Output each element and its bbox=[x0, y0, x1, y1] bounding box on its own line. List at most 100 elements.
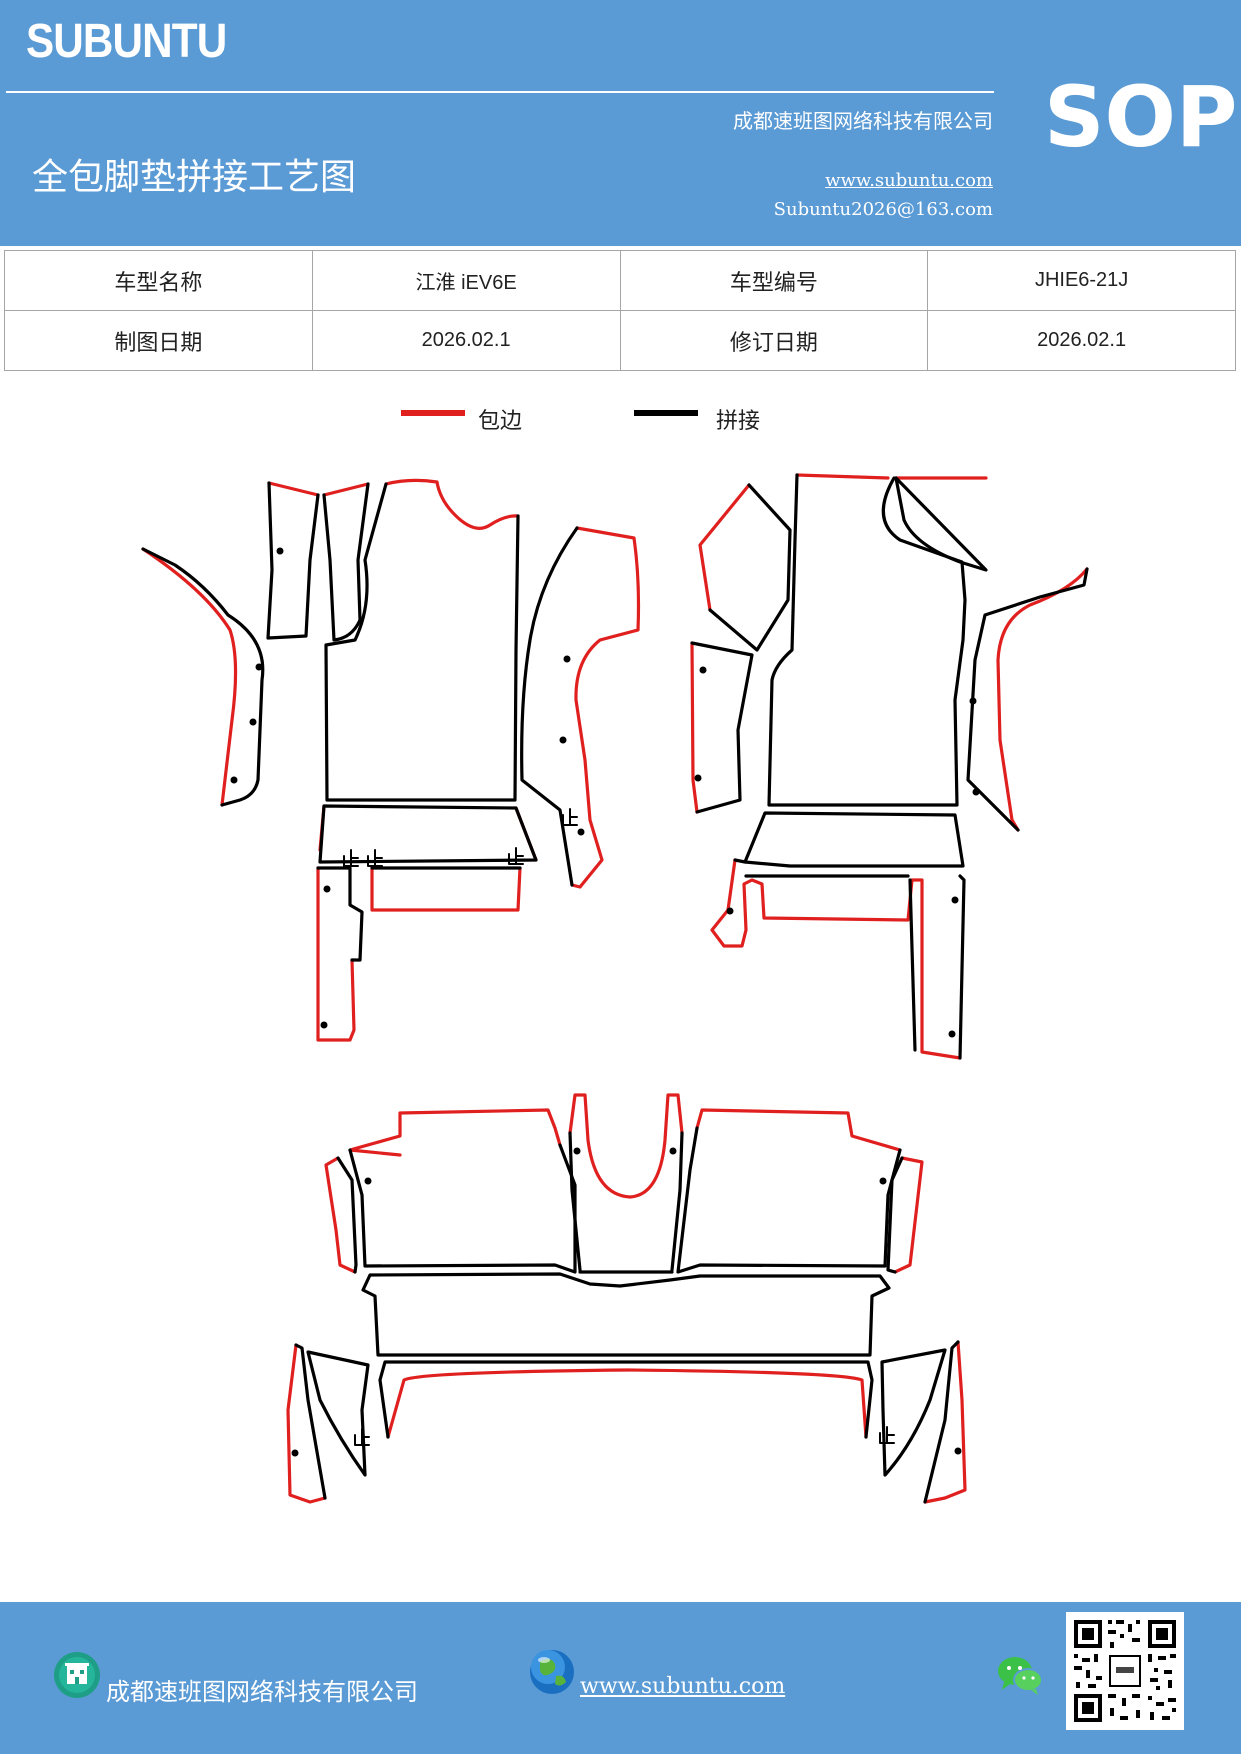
draw-date-label: 制图日期 bbox=[4, 310, 313, 371]
pin-dot bbox=[948, 1030, 956, 1038]
mat-piece bbox=[690, 641, 699, 814]
pin-dot bbox=[230, 776, 238, 784]
table-row: 车型名称 江淮 iEV6E 车型编号 JHIE6-21J bbox=[4, 250, 1236, 311]
mat-piece bbox=[880, 1340, 960, 1504]
stop-marker-icon bbox=[343, 849, 359, 867]
floor-mat-diagram bbox=[141, 473, 1089, 1504]
building-icon bbox=[54, 1652, 100, 1698]
legend-edge-swatch bbox=[401, 410, 465, 416]
pin-dot bbox=[879, 1177, 887, 1185]
legend-edge-label: 包边 bbox=[478, 409, 523, 434]
pin-dot bbox=[573, 1147, 581, 1155]
mat-piece bbox=[886, 1156, 904, 1274]
mat-piece bbox=[676, 1126, 902, 1274]
header-company: 成都速班图网络科技有限公司 bbox=[733, 109, 993, 133]
pin-dot bbox=[255, 663, 263, 671]
page-title: 全包脚垫拼接工艺图 bbox=[32, 157, 357, 198]
pin-dot bbox=[726, 907, 734, 915]
mat-piece bbox=[324, 482, 520, 802]
mat-piece bbox=[348, 1108, 562, 1157]
mat-piece bbox=[568, 1131, 684, 1274]
pin-dot bbox=[699, 666, 707, 674]
mat-piece bbox=[384, 478, 520, 530]
mat-piece bbox=[318, 804, 538, 862]
mat-piece bbox=[141, 547, 238, 807]
mat-piece bbox=[923, 1340, 967, 1504]
pin-dot bbox=[323, 885, 331, 893]
mat-piece bbox=[316, 866, 364, 962]
pin-dot bbox=[291, 1449, 299, 1457]
stop-marker-icon bbox=[508, 847, 524, 865]
pin-dot bbox=[969, 697, 977, 705]
mat-piece bbox=[324, 1156, 357, 1274]
mat-piece bbox=[378, 1360, 874, 1439]
header-divider bbox=[6, 91, 994, 93]
pin-dot bbox=[972, 788, 980, 796]
mat-piece bbox=[568, 1093, 684, 1199]
mat-piece bbox=[710, 858, 962, 1060]
draw-date-value: 2026.02.1 bbox=[311, 310, 621, 371]
legend-join-label: 拼接 bbox=[716, 409, 761, 434]
pin-dot bbox=[954, 1447, 962, 1455]
mat-piece bbox=[743, 811, 965, 868]
pin-dot bbox=[951, 896, 959, 904]
model-code-label: 车型编号 bbox=[619, 250, 929, 311]
front-right-mat-group bbox=[690, 473, 1089, 1060]
mat-piece bbox=[698, 483, 751, 612]
wechat-icon[interactable] bbox=[996, 1654, 1044, 1696]
mat-piece bbox=[318, 804, 538, 864]
mat-piece bbox=[370, 866, 522, 912]
mat-piece bbox=[894, 476, 988, 572]
mat-piece bbox=[966, 567, 1089, 832]
mat-piece bbox=[690, 641, 754, 814]
pin-dot bbox=[320, 1021, 328, 1029]
legend-join-swatch bbox=[634, 410, 698, 416]
sop-badge: SOP bbox=[1044, 68, 1238, 166]
mat-piece bbox=[336, 1156, 358, 1274]
mat-piece bbox=[893, 1156, 924, 1274]
pin-dots bbox=[230, 547, 980, 1457]
mat-piece bbox=[795, 473, 890, 480]
qr-code-icon[interactable] bbox=[1066, 1612, 1184, 1730]
model-name-value: 江淮 iEV6E bbox=[311, 250, 621, 311]
model-code-value: JHIE6-21J bbox=[927, 250, 1236, 311]
pin-dot bbox=[559, 736, 567, 744]
mat-piece bbox=[294, 1343, 370, 1500]
pin-dot bbox=[694, 774, 702, 782]
pin-dot bbox=[669, 1147, 677, 1155]
stop-marker-icon bbox=[354, 1428, 370, 1446]
pin-dot bbox=[577, 828, 585, 836]
revise-date-value: 2026.02.1 bbox=[927, 310, 1236, 371]
pin-dot bbox=[249, 718, 257, 726]
mat-piece bbox=[361, 1272, 891, 1357]
mat-piece bbox=[570, 526, 641, 889]
mat-piece bbox=[316, 866, 356, 1042]
mat-piece bbox=[141, 547, 265, 807]
table-row: 制图日期 2026.02.1 修订日期 2026.02.1 bbox=[4, 310, 1236, 371]
header-website-link[interactable]: www.subuntu.com bbox=[825, 170, 993, 191]
pin-dot bbox=[276, 547, 284, 555]
stop-markers bbox=[343, 808, 895, 1446]
mat-piece bbox=[286, 1343, 327, 1504]
footer-website-link[interactable]: www.subuntu.com bbox=[580, 1674, 786, 1699]
info-table: 车型名称 江淮 iEV6E 车型编号 JHIE6-21J 制图日期 2026.0… bbox=[4, 250, 1236, 371]
globe-icon bbox=[530, 1650, 574, 1694]
mat-piece bbox=[267, 481, 320, 497]
stop-marker-icon bbox=[367, 849, 383, 867]
footer-bar: 成都速班图网络科技有限公司 www.subuntu.com bbox=[0, 1602, 1241, 1754]
header-email: Subuntu2026@163.com bbox=[773, 199, 993, 220]
revise-date-label: 修订日期 bbox=[619, 310, 929, 371]
mat-piece bbox=[695, 1108, 902, 1152]
pin-dot bbox=[364, 1177, 372, 1185]
brand-logo: SUBUNTU bbox=[26, 15, 227, 68]
rear-mat-group bbox=[286, 1093, 967, 1504]
mat-piece bbox=[322, 482, 370, 497]
mat-piece bbox=[386, 1368, 868, 1439]
header-banner: SUBUNTU 成都速班图网络科技有限公司 全包脚垫拼接工艺图 www.subu… bbox=[0, 0, 1241, 246]
mat-piece bbox=[520, 526, 579, 887]
stop-marker-icon bbox=[879, 1426, 895, 1444]
footer-company: 成都速班图网络科技有限公司 bbox=[106, 1678, 418, 1706]
mat-piece bbox=[322, 482, 370, 642]
mat-piece bbox=[996, 567, 1089, 832]
mat-piece bbox=[348, 1143, 577, 1274]
